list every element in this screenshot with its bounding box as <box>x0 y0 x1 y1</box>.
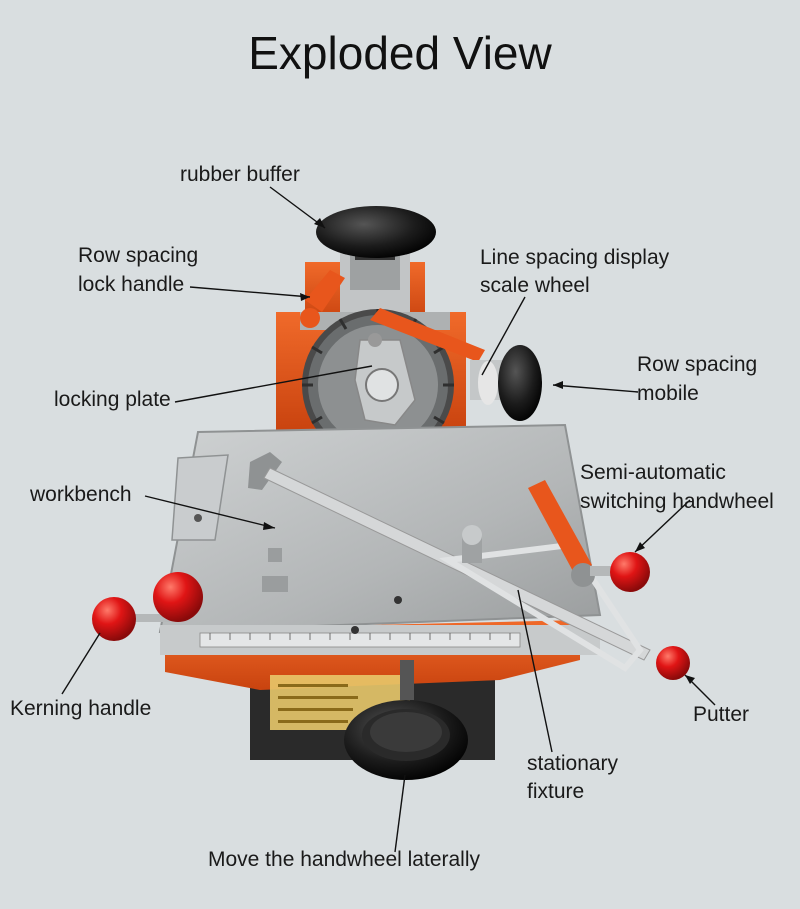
label-row-spacing-lock-1: Row spacing <box>78 244 199 267</box>
label-putter: Putter <box>693 703 750 726</box>
lateral-handwheel <box>344 660 468 780</box>
label-row-spacing-mobile-2: mobile <box>637 382 699 405</box>
row-spacing-mobile-knob <box>470 345 542 421</box>
label-kerning-handle: Kerning handle <box>10 697 152 720</box>
row-spacing-lock-handle <box>300 270 345 328</box>
label-semi-automatic-2: switching handwheel <box>580 490 774 513</box>
wheel-lever <box>370 308 485 362</box>
leader-arrowheads <box>263 218 695 684</box>
putter-knob <box>656 646 690 680</box>
leader-lines <box>61 186 716 853</box>
label-line-spacing-2: scale wheel <box>480 274 590 297</box>
locking-plate <box>354 333 416 426</box>
semi-automatic-handwheel <box>528 480 650 592</box>
label-move-handwheel: Move the handwheel laterally <box>208 848 480 871</box>
label-locking-plate: locking plate <box>54 388 171 411</box>
workbench-plate <box>158 423 602 655</box>
label-workbench: workbench <box>30 483 132 506</box>
label-stationary-1: stationary <box>527 752 619 775</box>
label-semi-automatic-1: Semi-automatic <box>580 461 726 484</box>
label-rubber-buffer: rubber buffer <box>180 163 300 186</box>
label-line-spacing-1: Line spacing display <box>480 246 670 269</box>
rubber-buffer-cap <box>316 206 436 260</box>
label-row-spacing-lock-2: lock handle <box>78 273 185 296</box>
stationary-fixture <box>439 525 644 672</box>
page-title: Exploded View <box>248 27 552 79</box>
label-row-spacing-mobile-1: Row spacing <box>637 353 758 376</box>
kerning-handle-knobs <box>92 572 203 641</box>
label-stationary-2: fixture <box>527 780 585 803</box>
